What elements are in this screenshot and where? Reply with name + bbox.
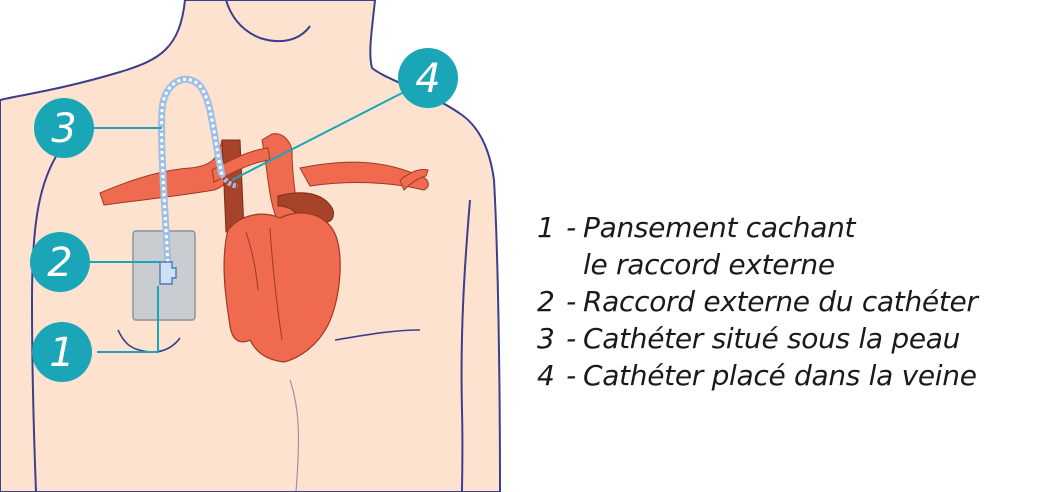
callout-2-number: 2 [47,240,72,286]
legend-item-1: 1 - Pansement cachant le raccord externe [537,209,1047,283]
callout-1-number: 1 [49,330,74,376]
legend: 1 - Pansement cachant le raccord externe… [537,209,1047,394]
callout-3: 3 [34,98,94,158]
legend-separator: - [559,283,583,320]
legend-separator: - [559,320,583,357]
legend-number: 1 [537,209,559,283]
legend-number: 2 [537,283,559,320]
legend-number: 3 [537,320,559,357]
callout-4: 4 [398,48,458,108]
callout-3-number: 3 [51,106,76,152]
legend-text: Pansement cachant le raccord externe [583,209,855,283]
legend-text: Cathéter situé sous la peau [583,320,960,357]
callout-1: 1 [32,322,92,382]
legend-text: Raccord externe du cathéter [583,283,978,320]
legend-item-3: 3 - Cathéter situé sous la peau [537,320,1047,357]
callout-4-number: 4 [415,56,440,102]
legend-item-2: 2 - Raccord externe du cathéter [537,283,1047,320]
legend-number: 4 [537,357,559,394]
legend-item-4: 4 - Cathéter placé dans la veine [537,357,1047,394]
legend-text: Cathéter placé dans la veine [583,357,977,394]
legend-separator: - [559,357,583,394]
callout-2: 2 [30,232,90,292]
legend-separator: - [559,209,583,283]
